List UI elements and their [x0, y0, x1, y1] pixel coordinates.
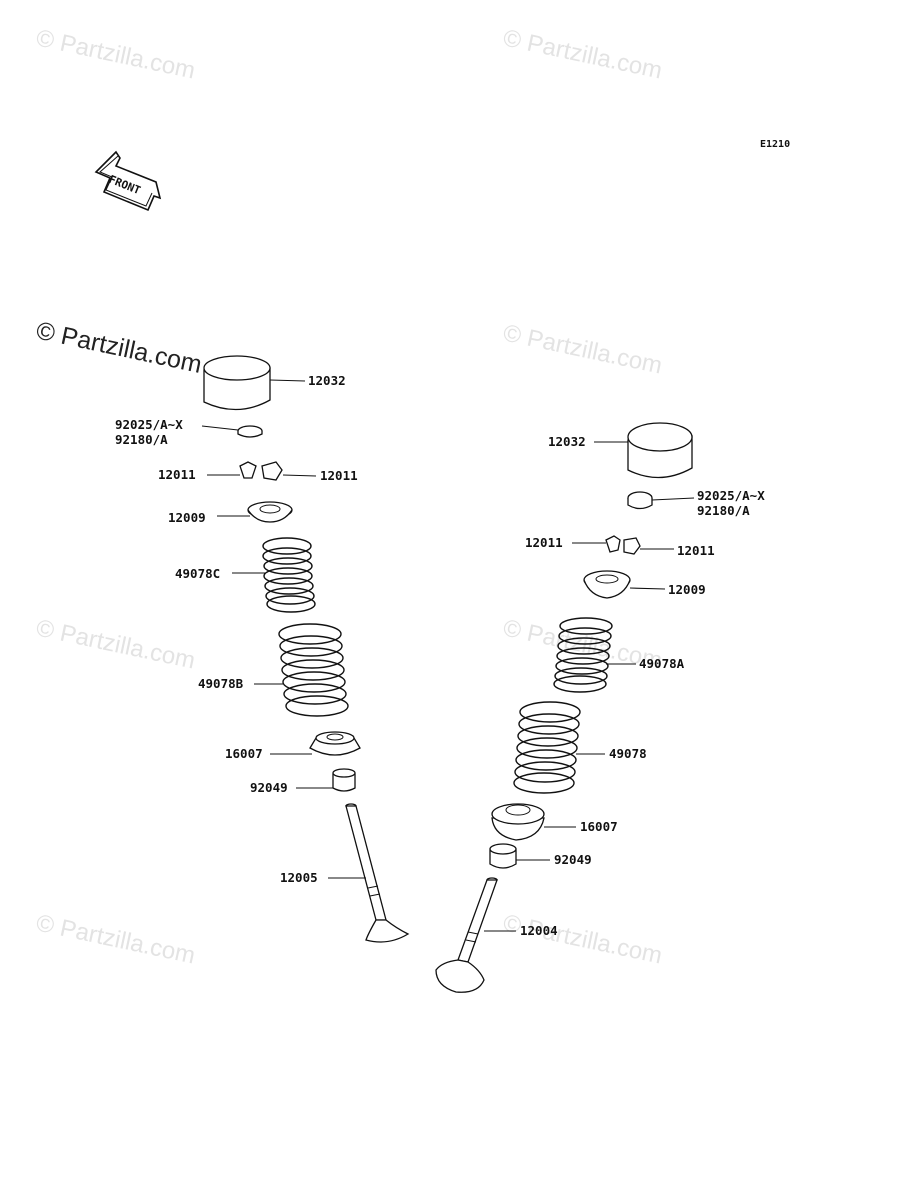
stem-seal — [489, 843, 550, 869]
label-seat: 16007 — [580, 819, 618, 834]
label-seal: 92049 — [554, 852, 592, 867]
inner-valve-spring — [232, 537, 316, 613]
spring-retainer — [583, 570, 666, 599]
spring-seat — [491, 803, 576, 841]
diagram-code: E1210 — [760, 139, 790, 150]
watermark: © Partzilla.com — [501, 24, 665, 84]
watermark: © Partzilla.com — [501, 319, 665, 379]
label-tappet: 12032 — [308, 373, 346, 388]
label-valve: 12004 — [520, 923, 558, 938]
tappet — [594, 422, 693, 479]
front-arrow-icon: FRONT — [94, 150, 162, 212]
outer-valve-spring — [254, 623, 349, 717]
shim — [201, 425, 263, 438]
label-shim-1: 92025/A~X — [697, 488, 765, 503]
label-tappet: 12032 — [548, 434, 586, 449]
watermark: © Partzilla.com — [34, 614, 198, 674]
left-valve-assembly: 12032 92025/A~X 92180/A 12011 12011 1200… — [115, 355, 410, 943]
label-keeper-a: 12011 — [158, 467, 196, 482]
label-keeper-a: 12011 — [525, 535, 563, 550]
watermark: © Partzilla.com — [501, 909, 665, 969]
label-shim-2: 92180/A — [115, 432, 168, 447]
label-outer-spring: 49078B — [198, 676, 244, 691]
right-valve-assembly: 12032 92025/A~X 92180/A 12011 12011 1200… — [435, 422, 765, 993]
tappet — [203, 355, 306, 411]
watermark: © Partzilla.com — [34, 24, 198, 84]
watermark-dark: © Partzilla.com — [34, 316, 205, 378]
exhaust-valve — [328, 803, 410, 943]
spring-retainer — [217, 501, 293, 523]
label-retainer: 12009 — [168, 510, 206, 525]
shim — [627, 491, 695, 510]
label-inner-spring: 49078A — [639, 656, 685, 671]
label-retainer: 12009 — [668, 582, 706, 597]
watermark-layer: © Partzilla.com © Partzilla.com © Partzi… — [34, 24, 665, 969]
label-outer-spring: 49078 — [609, 746, 647, 761]
label-seat: 16007 — [225, 746, 263, 761]
stem-seal — [296, 768, 356, 792]
label-keeper-b: 12011 — [677, 543, 715, 558]
label-seal: 92049 — [250, 780, 288, 795]
label-valve: 12005 — [280, 870, 318, 885]
watermark: © Partzilla.com — [34, 909, 198, 969]
label-inner-spring: 49078C — [175, 566, 220, 581]
keeper-pair — [207, 461, 317, 481]
outer-valve-spring — [513, 701, 605, 794]
spring-seat — [270, 731, 361, 756]
label-keeper-b: 12011 — [320, 468, 358, 483]
label-shim-1: 92025/A~X — [115, 417, 183, 432]
intake-valve — [435, 877, 516, 993]
label-shim-2: 92180/A — [697, 503, 750, 518]
keeper-pair — [572, 535, 674, 555]
inner-valve-spring — [553, 617, 636, 693]
